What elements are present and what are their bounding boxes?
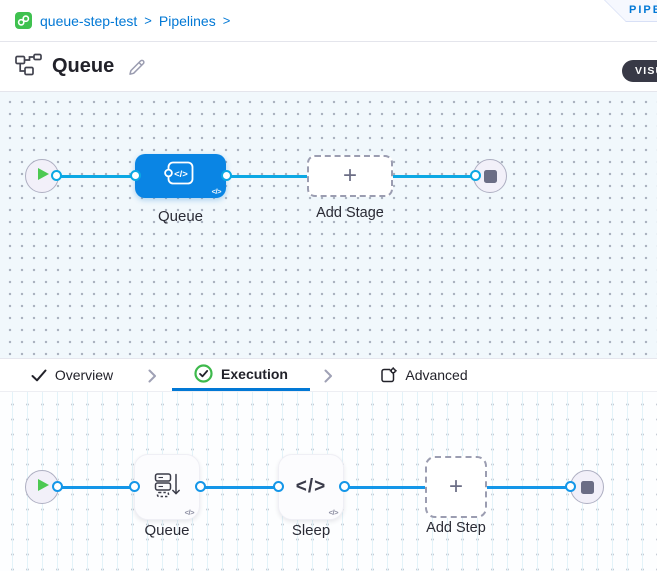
connector-port[interactable] — [51, 170, 62, 181]
connector-port[interactable] — [130, 170, 141, 181]
svg-text:</>: </> — [174, 169, 188, 180]
breadcrumb-separator: > — [222, 13, 231, 28]
tab-execution-label: Execution — [221, 365, 288, 382]
plus-icon: + — [448, 473, 463, 500]
stage-end-node — [473, 159, 507, 193]
stage-graph-canvas: </> </> Queue + Add Stage — [0, 92, 657, 358]
custom-stage-icon: </> — [164, 160, 197, 192]
tab-execution[interactable]: Execution — [172, 359, 310, 391]
pipeline-studio-ribbon: PIPELINE STUDIO — [604, 0, 657, 22]
connector-port[interactable] — [221, 170, 232, 181]
connector-port[interactable] — [129, 481, 140, 492]
connector-port[interactable] — [273, 481, 284, 492]
step-yaml-toggle[interactable]: </> — [184, 508, 195, 517]
harness-project-icon — [15, 12, 32, 29]
chevron-right-icon — [148, 369, 156, 383]
stop-icon — [483, 169, 497, 183]
code-step-icon: </> — [295, 476, 327, 497]
tab-overview[interactable]: Overview — [16, 359, 128, 391]
pipeline-studio-label: PIPELINE STUDIO — [629, 4, 657, 16]
page-title: Queue — [52, 55, 115, 77]
step-yaml-toggle[interactable]: </> — [328, 508, 339, 517]
visual-yaml-toggle[interactable]: VISUAL — [622, 60, 657, 82]
success-check-icon — [194, 364, 213, 383]
connector-port[interactable] — [52, 481, 63, 492]
plus-icon: + — [342, 162, 357, 189]
stage-config-tabbar: Overview Execution Advanced — [0, 358, 657, 392]
step-label: Queue — [144, 522, 190, 539]
play-icon — [37, 167, 50, 186]
stage-label: Queue — [157, 208, 204, 225]
connector-port[interactable] — [195, 481, 206, 492]
step-node-queue[interactable]: </> — [134, 454, 200, 520]
connector-port[interactable] — [339, 481, 350, 492]
breadcrumb-project-link[interactable]: queue-step-test — [40, 12, 138, 29]
breadcrumb-separator: > — [144, 13, 152, 28]
tab-advanced[interactable]: Advanced — [366, 359, 482, 391]
add-step-button[interactable]: + — [425, 456, 487, 518]
tab-advanced-label: Advanced — [405, 367, 468, 383]
step-label: Sleep — [291, 522, 331, 539]
connector-port[interactable] — [470, 170, 481, 181]
step-node-sleep[interactable]: </> </> — [278, 454, 344, 520]
play-icon — [37, 478, 50, 497]
connector-port[interactable] — [565, 481, 576, 492]
pipeline-flow-icon — [15, 53, 42, 81]
queue-step-icon — [152, 470, 182, 505]
step-start-node — [25, 470, 59, 504]
step-end-node — [570, 470, 604, 504]
advanced-settings-icon — [381, 366, 398, 382]
page-header: Queue VISUAL — [0, 42, 657, 92]
execution-graph-canvas: </> Queue </> </> Sleep + Add Step — [0, 392, 657, 571]
add-stage-label: Add Stage — [316, 205, 384, 221]
tab-overview-label: Overview — [54, 367, 114, 383]
stage-connector-line — [56, 175, 475, 178]
edit-pipeline-name-button[interactable] — [126, 56, 148, 78]
add-step-label: Add Step — [426, 520, 486, 536]
stage-yaml-toggle[interactable]: </> — [211, 187, 222, 196]
stop-icon — [580, 480, 594, 494]
check-icon — [31, 369, 47, 381]
chevron-right-icon — [324, 369, 332, 383]
breadcrumb: queue-step-test > Pipelines > PIPELINE S… — [0, 0, 657, 42]
stage-node-queue[interactable]: </> </> — [135, 154, 226, 198]
breadcrumb-pipelines-link[interactable]: Pipelines — [158, 12, 216, 29]
add-stage-button[interactable]: + — [307, 155, 393, 197]
